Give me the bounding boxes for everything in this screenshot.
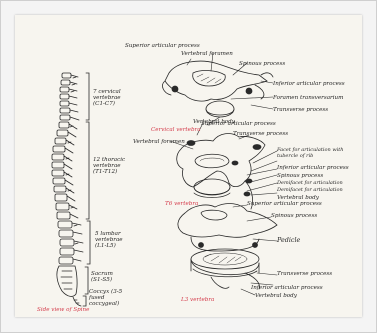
label-cv-inferior-articular: Inferior articular process: [273, 81, 345, 87]
lumbar-vertebra-sketch: [178, 204, 277, 289]
label-cv-foramen: Vertebral foramen: [181, 51, 233, 57]
label-tv-transverse: Transverse process: [233, 131, 288, 137]
label-tv-vertebral-foramen: Vertebral foramen: [133, 139, 185, 145]
label-lv-pedicle: Pedicle: [277, 237, 300, 243]
label-tv-spinous: Spinous process: [277, 173, 323, 179]
label-tv-superior-articular: Superior articular process: [201, 121, 276, 127]
caption-spine-side-view: Side view of Spine: [37, 307, 89, 313]
label-lv-inferior-articular: Inferior articular process: [251, 285, 323, 291]
label-lv-superior-articular: Superior articular process: [247, 201, 322, 207]
label-lv-spinous: Spinous process: [271, 213, 317, 219]
caption-thoracic-vertebra: T6 vertebra: [165, 201, 198, 207]
thoracic-vertebra-sketch: [177, 134, 265, 209]
label-cervical: 7 cervical vertebrae (C1-C7): [93, 89, 131, 107]
label-sacrum: Sacrum (S1-S5): [91, 271, 121, 283]
spine-side-view: [52, 73, 90, 306]
label-coccyx: Coccyx (3-5 fused coccygeal): [89, 289, 125, 307]
label-cv-foramen-transversarium: Foramen transversarium: [273, 95, 343, 101]
label-cv-spinous: Spinous process: [239, 61, 285, 67]
label-tv-inferior-articular: Inferior articular process: [277, 165, 349, 171]
cervical-vertebra-sketch: [163, 61, 273, 117]
label-lv-body: Vertebral body: [255, 293, 297, 299]
label-tv-facet-rib: Facet for articulation with tubercle of …: [277, 147, 349, 159]
label-lv-transverse: Transverse process: [277, 271, 332, 277]
label-cv-transverse: Transverse process: [273, 107, 328, 113]
label-thoracic: 12 thoracic vertebrae (T1-T12): [93, 157, 129, 175]
label-tv-demifacet-superior: Demifacet for articulation: [277, 180, 343, 186]
caption-cervical-vertebra: Cervical vertebra: [151, 127, 201, 133]
label-lumbar: 5 lumbar vertebrae (L1-L5): [95, 231, 129, 249]
label-tv-demifacet-inferior: Demifacet for articulation: [277, 187, 343, 193]
label-cv-superior-articular: Superior articular process: [125, 43, 200, 49]
notebook-page: 7 cervical vertebrae (C1-C7) 12 thoracic…: [15, 15, 362, 317]
caption-lumbar-vertebra: L3 vertebra: [181, 297, 214, 303]
